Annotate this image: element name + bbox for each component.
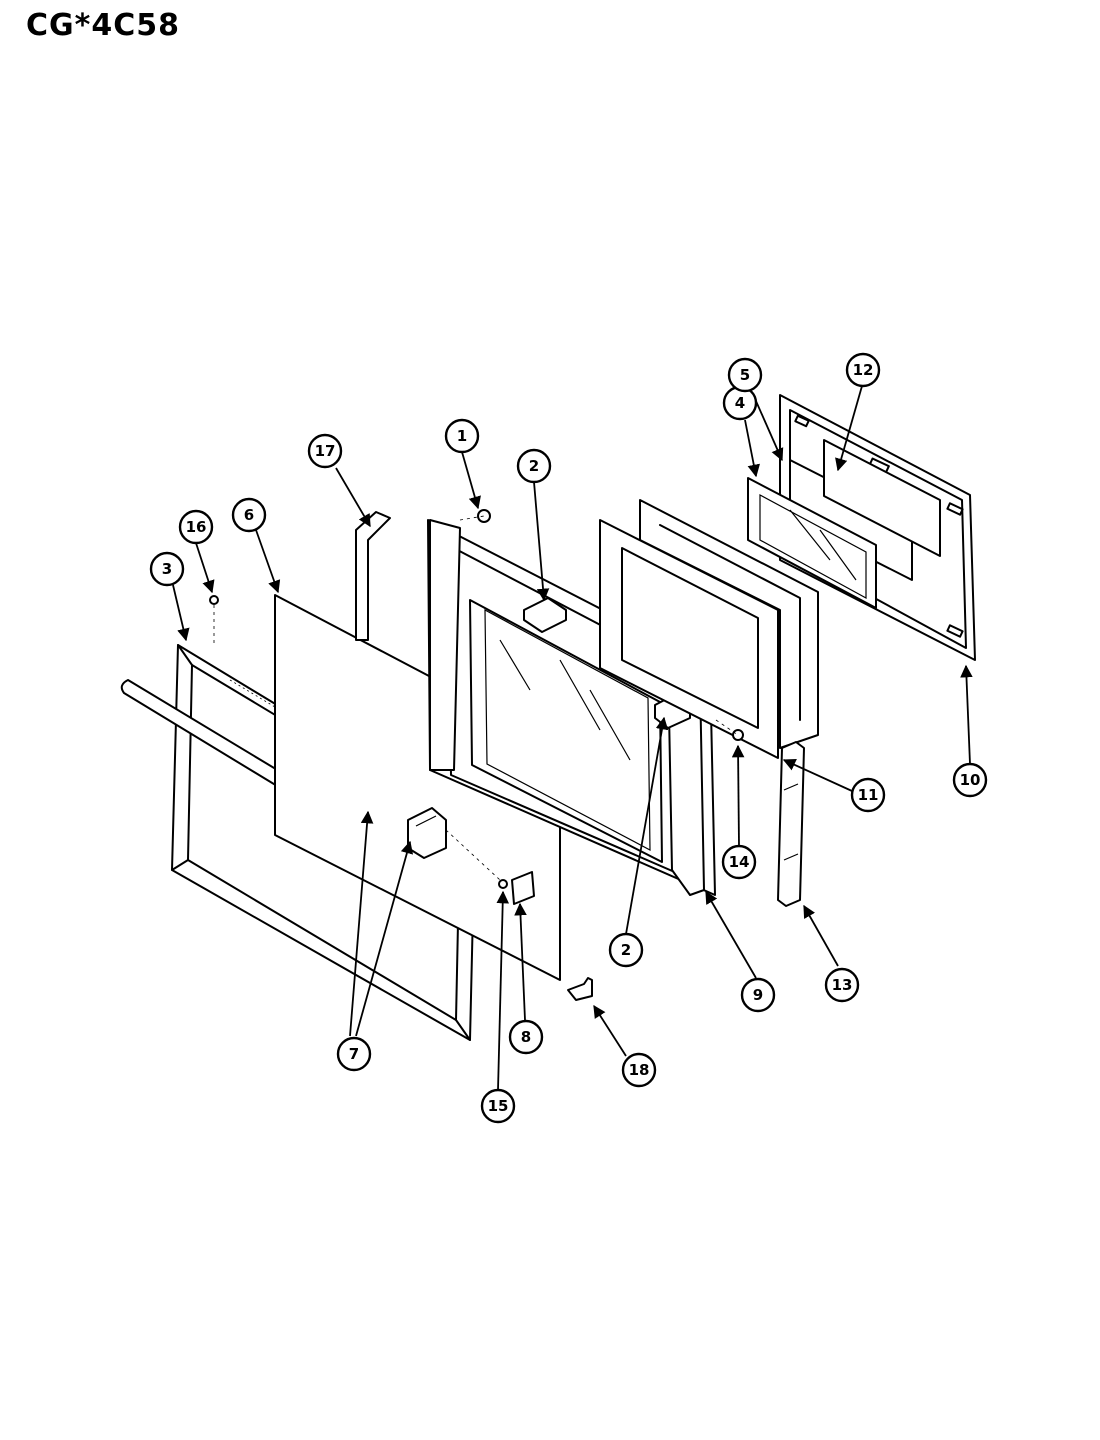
callout-label: 13 <box>832 976 853 994</box>
frame-screw <box>732 729 744 741</box>
callout-11: 11 <box>850 777 886 813</box>
callout-9: 9 <box>740 977 776 1013</box>
door-latch <box>511 871 535 905</box>
callout-label: 2 <box>529 457 539 475</box>
callout-label: 15 <box>488 1097 509 1115</box>
model-number-title: CG*4C58 <box>26 8 180 43</box>
corner-bracket <box>567 977 593 1001</box>
callout-label: 9 <box>753 986 763 1004</box>
callout-label: 11 <box>858 786 879 804</box>
callout-13: 13 <box>824 967 860 1003</box>
callout-label: 7 <box>349 1045 359 1063</box>
inner-door-liner <box>427 519 716 896</box>
callout-label: 16 <box>186 518 207 536</box>
leader-lines <box>172 385 973 1091</box>
callout-7: 7 <box>336 1036 372 1072</box>
callout-18: 18 <box>621 1052 657 1088</box>
callout-6: 6 <box>231 497 267 533</box>
handle-trim <box>355 511 391 641</box>
callout-12: 12 <box>845 352 881 388</box>
callout-10: 10 <box>952 762 988 798</box>
callout-label: 12 <box>853 361 874 379</box>
callout-14: 14 <box>721 844 757 880</box>
callout-15: 15 <box>480 1088 516 1124</box>
callout-17: 17 <box>307 433 343 469</box>
callout-label: 17 <box>315 442 336 460</box>
door-screw <box>477 509 491 523</box>
callout-label: 4 <box>735 394 745 412</box>
callout-16: 16 <box>178 509 214 545</box>
frame-top-screw <box>209 595 219 605</box>
callout-5: 5 <box>727 357 763 393</box>
callout-label: 8 <box>521 1028 531 1046</box>
callout-8: 8 <box>508 1019 544 1055</box>
assembly-guide-lines <box>213 515 739 881</box>
callout-label: 18 <box>629 1061 650 1079</box>
hinge-cover <box>777 741 805 907</box>
rear-glass-frame <box>639 499 819 749</box>
inner-glass <box>789 439 941 581</box>
callout-label: 1 <box>457 427 467 445</box>
callout-label: 3 <box>162 560 172 578</box>
callout-label: 6 <box>244 506 254 524</box>
callout-2-bottom: 2 <box>608 932 644 968</box>
callout-label: 14 <box>729 853 750 871</box>
callout-label: 10 <box>960 771 981 789</box>
callout-2-top: 2 <box>516 448 552 484</box>
latch-screw <box>498 879 508 889</box>
callout-1: 1 <box>444 418 480 454</box>
callout-label: 5 <box>740 366 750 384</box>
callout-label: 2 <box>621 941 631 959</box>
callout-3: 3 <box>149 551 185 587</box>
glass-pane <box>747 477 877 609</box>
callout-4: 4 <box>722 385 758 421</box>
